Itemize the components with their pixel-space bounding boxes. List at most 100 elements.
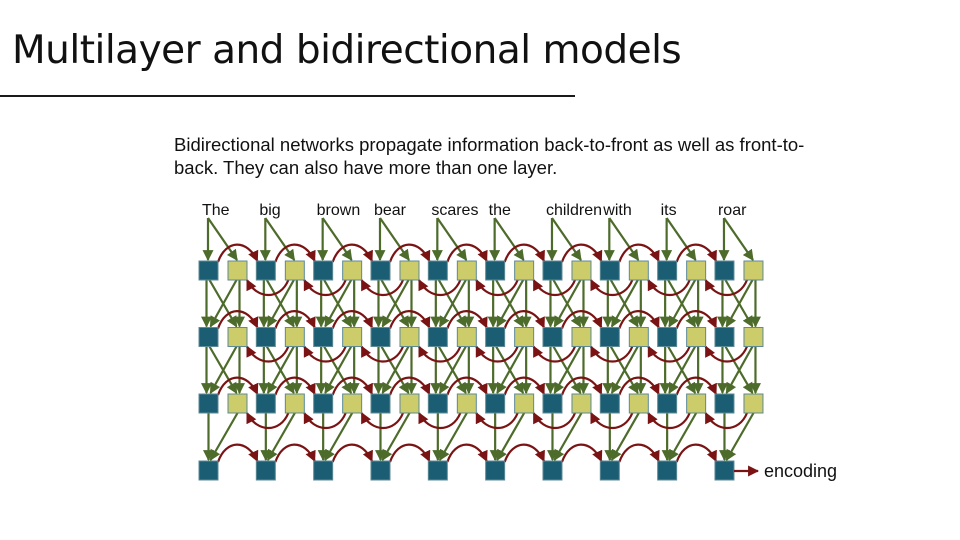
- layer-edge: [266, 345, 295, 394]
- output-layer-edge: [553, 412, 583, 461]
- backward-node: [227, 260, 248, 281]
- forward-node: [657, 260, 678, 281]
- forward-node: [714, 260, 735, 281]
- forward-recurrent-edge: [446, 376, 488, 396]
- forward-recurrent-edge: [274, 310, 316, 329]
- layer-edge: [266, 279, 295, 328]
- input-edge: [436, 217, 468, 261]
- forward-node: [370, 327, 391, 347]
- forward-recurrent-edge: [618, 376, 660, 396]
- output: encoding: [733, 461, 837, 481]
- forward-node: [427, 393, 448, 414]
- backward-recurrent-edge: [475, 279, 519, 296]
- input-edge: [379, 217, 410, 261]
- forward-recurrent-edge: [560, 243, 603, 263]
- forward-recurrent-edge: [503, 376, 545, 396]
- backward-recurrent-edge: [303, 279, 347, 296]
- layer-edge: [438, 345, 467, 394]
- backward-recurrent-edge: [360, 412, 405, 429]
- backward-node: [399, 327, 420, 347]
- forward-recurrent-edge: [388, 243, 431, 263]
- output-layer-edge: [668, 412, 698, 461]
- forward-node: [255, 460, 276, 481]
- backward-node: [628, 260, 649, 281]
- backward-recurrent-edge: [360, 279, 405, 296]
- forward-node: [255, 327, 276, 347]
- backward-node: [227, 327, 248, 347]
- output-layer-edge: [610, 412, 640, 461]
- layer-edge: [381, 279, 410, 328]
- input-edge: [321, 217, 353, 261]
- forward-node: [198, 327, 219, 347]
- forward-node: [714, 327, 735, 347]
- forward-recurrent-edge: [331, 310, 373, 329]
- vertical-edges: [201, 217, 761, 462]
- backward-node: [456, 260, 477, 281]
- word-label: brown: [317, 202, 361, 219]
- backward-node: [514, 327, 535, 347]
- forward-node: [485, 393, 506, 414]
- backward-node: [456, 327, 477, 347]
- backward-recurrent-edge: [647, 345, 691, 363]
- backward-recurrent-edge: [704, 412, 748, 429]
- forward-recurrent-edge: [503, 243, 545, 263]
- backward-recurrent-edge: [647, 412, 691, 429]
- backward-recurrent-edge: [418, 279, 462, 296]
- backward-recurrent-edge: [532, 345, 577, 363]
- forward-node: [599, 260, 620, 281]
- backward-recurrent-edge: [532, 279, 577, 296]
- encoding-label: encoding: [764, 461, 837, 481]
- word-label: the: [489, 202, 511, 219]
- recurrent-edges: [216, 243, 748, 463]
- backward-recurrent-edge: [360, 345, 405, 363]
- forward-recurrent-edge: [675, 310, 717, 329]
- forward-recurrent-edge: [618, 443, 660, 463]
- backward-recurrent-edge: [246, 345, 290, 363]
- output-layer-edge: [496, 412, 526, 461]
- forward-node: [657, 393, 678, 414]
- backward-recurrent-edge: [589, 345, 634, 363]
- forward-recurrent-edge: [675, 443, 717, 463]
- input-edge: [207, 217, 238, 261]
- backward-recurrent-edge: [589, 279, 634, 296]
- layer-edge: [610, 279, 639, 328]
- forward-node: [714, 393, 735, 414]
- layer-edge: [668, 279, 697, 328]
- layer-edge: [553, 279, 582, 328]
- forward-node: [313, 393, 334, 414]
- backward-node: [399, 393, 420, 414]
- forward-node: [427, 260, 448, 281]
- forward-recurrent-edge: [216, 243, 259, 263]
- backward-recurrent-edge: [418, 345, 462, 363]
- backward-recurrent-edge: [647, 279, 691, 296]
- forward-node: [657, 327, 678, 347]
- forward-node: [255, 393, 276, 414]
- backward-recurrent-edge: [418, 412, 462, 429]
- output-layer-edge: [438, 412, 468, 461]
- forward-recurrent-edge: [675, 243, 717, 263]
- forward-node: [255, 260, 276, 281]
- layer-edge: [209, 345, 238, 394]
- backward-recurrent-edge: [532, 412, 577, 429]
- backward-node: [227, 393, 248, 414]
- layer-edge: [725, 345, 754, 394]
- input-edge: [608, 217, 640, 261]
- forward-node: [485, 260, 506, 281]
- backward-recurrent-edge: [303, 412, 347, 429]
- forward-recurrent-edge: [331, 243, 373, 263]
- word-label: children: [546, 202, 602, 219]
- backward-node: [342, 260, 363, 281]
- input-edge: [551, 217, 582, 261]
- forward-node: [313, 260, 334, 281]
- forward-recurrent-edge: [216, 376, 259, 396]
- backward-recurrent-edge: [475, 412, 519, 429]
- backward-node: [399, 260, 420, 281]
- word-label: big: [259, 202, 280, 219]
- forward-node: [198, 460, 219, 481]
- layer-edge: [381, 345, 410, 394]
- layer-edge: [610, 345, 639, 394]
- forward-node: [657, 460, 678, 481]
- backward-node: [686, 393, 707, 414]
- forward-recurrent-edge: [274, 243, 316, 263]
